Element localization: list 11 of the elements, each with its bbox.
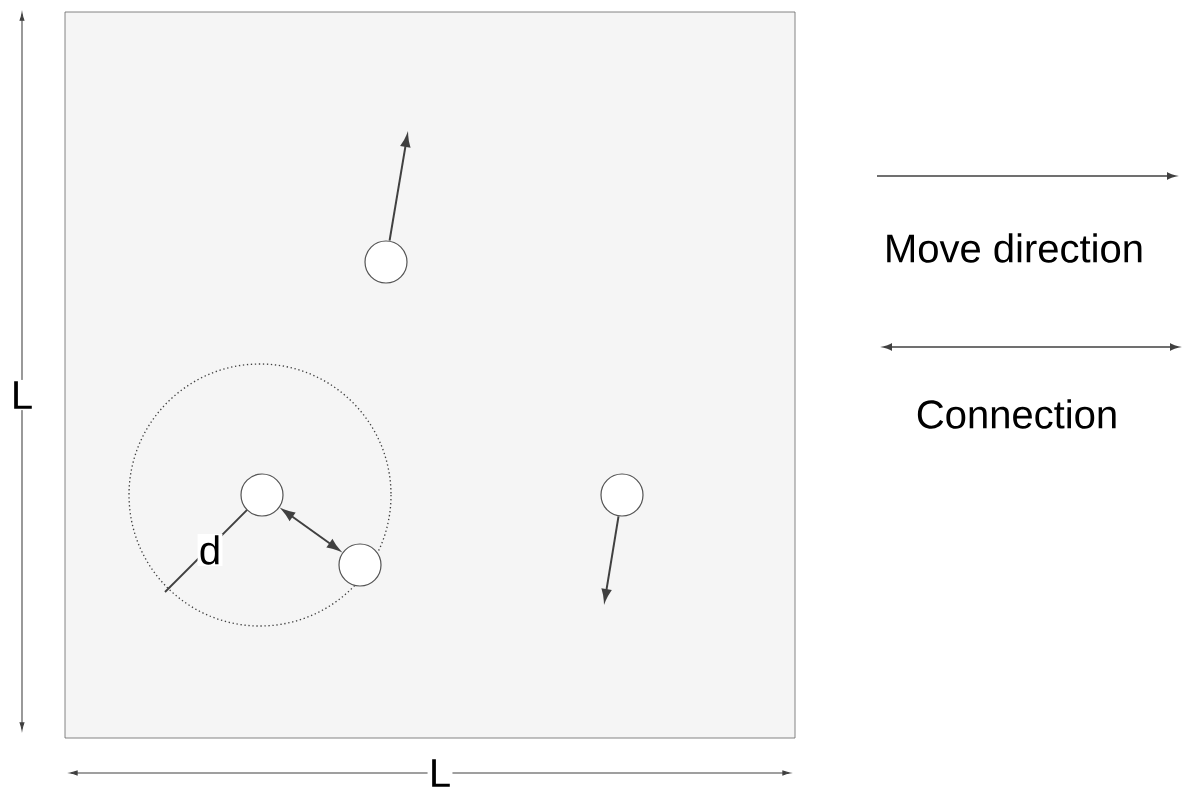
dimension-label: L (9, 379, 35, 411)
particle-circle (600, 473, 644, 517)
dimension-label: L (427, 757, 453, 789)
double-arrow (282, 509, 340, 551)
particle-circle (240, 473, 284, 517)
particle-circle (364, 240, 408, 284)
legend-label: Connection (917, 399, 1116, 429)
particle-circle (338, 543, 382, 587)
arrow (388, 134, 411, 242)
legend-label: Move direction (887, 233, 1142, 263)
arrow (601, 515, 620, 602)
